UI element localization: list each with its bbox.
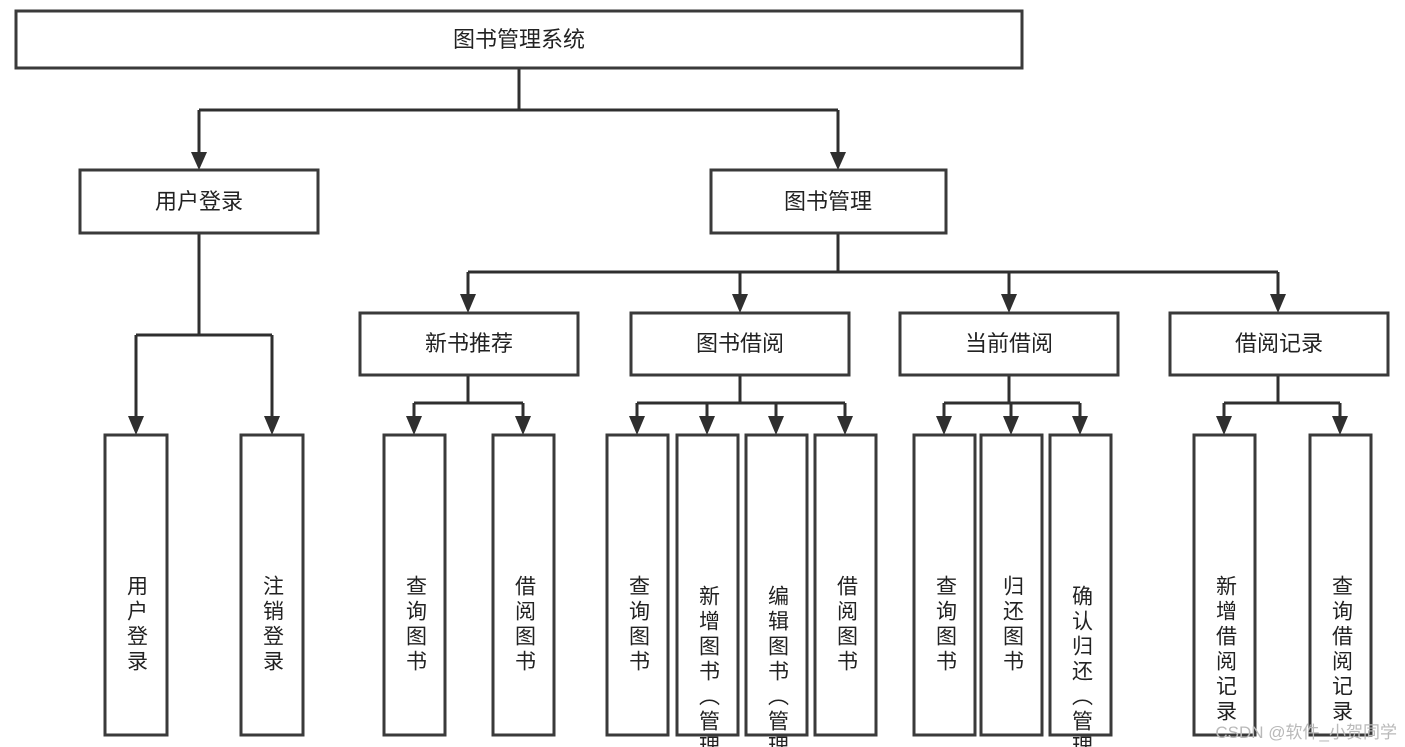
leaf-borrow-record-1-label: 新增借阅记录	[1214, 575, 1238, 725]
leaf-book-borrow-3-label: 编辑图书（管理员）	[766, 585, 790, 747]
node-borrow-record[interactable]: 借阅记录	[1168, 311, 1390, 377]
arrow-borrow-leaf-3	[768, 416, 784, 435]
arrow-current-leaf-3	[1072, 416, 1088, 435]
arrow-bookmgmt-to-borrow	[732, 294, 748, 313]
node-user-login[interactable]: 用户登录	[78, 168, 320, 235]
arrow-userlogin-leaf-1	[128, 416, 144, 435]
leaf-book-borrow-1[interactable]: 查询图书	[605, 433, 670, 737]
node-borrow-record-box[interactable]	[1168, 311, 1390, 377]
leaf-current-borrow-1-box[interactable]	[912, 433, 977, 737]
leaf-user-login-1-label: 用户登录	[125, 575, 149, 675]
arrow-borrow-leaf-4	[837, 416, 853, 435]
leaf-current-borrow-2[interactable]: 归还图书	[979, 433, 1044, 737]
leaf-current-borrow-3-label: 确认归还（管理员）	[1070, 585, 1094, 747]
node-book-borrow-box[interactable]	[629, 311, 851, 377]
leaf-user-login-1[interactable]: 用户登录	[103, 433, 169, 737]
leaf-borrow-record-2-box[interactable]	[1308, 433, 1373, 737]
arrow-newbook-leaf-1	[406, 416, 422, 435]
leaf-current-borrow-3-box[interactable]	[1048, 433, 1113, 737]
leaf-borrow-record-1-box[interactable]	[1192, 433, 1257, 737]
arrow-borrow-leaf-1	[629, 416, 645, 435]
leaf-borrow-record-2-label: 查询借阅记录	[1330, 575, 1354, 725]
node-book-management[interactable]: 图书管理	[709, 168, 948, 235]
leaf-new-book-1-box[interactable]	[382, 433, 447, 737]
leaf-book-borrow-1-label: 查询图书	[627, 575, 651, 675]
leaf-current-borrow-2-box[interactable]	[979, 433, 1044, 737]
arrow-root-to-userlogin	[191, 152, 207, 170]
node-book-management-label: 图书管理	[784, 189, 872, 214]
leaf-current-borrow-2-label: 归还图书	[1001, 575, 1025, 675]
node-current-borrow[interactable]: 当前借阅	[898, 311, 1120, 377]
leaf-book-borrow-3[interactable]: 编辑图书（管理员）	[744, 433, 809, 747]
arrow-record-leaf-2	[1332, 416, 1348, 435]
node-user-login-box[interactable]	[78, 168, 320, 235]
arrow-userlogin-leaf-2	[264, 416, 280, 435]
node-book-borrow-label: 图书借阅	[696, 331, 784, 356]
leaf-book-borrow-3-box[interactable]	[744, 433, 809, 737]
leaf-borrow-record-1[interactable]: 新增借阅记录	[1192, 433, 1257, 737]
node-new-book-recommend[interactable]: 新书推荐	[358, 311, 580, 377]
leaf-borrow-record-2[interactable]: 查询借阅记录	[1308, 433, 1373, 737]
leaf-current-borrow-1[interactable]: 查询图书	[912, 433, 977, 737]
leaf-user-login-2-box[interactable]	[239, 433, 305, 737]
leaf-book-borrow-2-box[interactable]	[675, 433, 740, 737]
node-current-borrow-box[interactable]	[898, 311, 1120, 377]
arrow-bookmgmt-to-current	[1001, 294, 1017, 313]
connector-group-userlogin	[128, 233, 280, 435]
node-new-book-recommend-label: 新书推荐	[425, 331, 513, 356]
node-root-system[interactable]: 图书管理系统	[14, 9, 1024, 70]
leaf-current-borrow-1-label: 查询图书	[934, 575, 958, 675]
node-book-management-box[interactable]	[709, 168, 948, 235]
node-borrow-record-label: 借阅记录	[1235, 331, 1323, 356]
arrow-current-leaf-2	[1003, 416, 1019, 435]
connector-group-newbook	[406, 375, 531, 435]
leaf-user-login-2[interactable]: 注销登录	[239, 433, 305, 737]
connector-group-borrow	[629, 375, 853, 435]
connector-group-record	[1216, 375, 1348, 435]
connector-group-root	[191, 68, 846, 170]
arrow-record-leaf-1	[1216, 416, 1232, 435]
leaf-book-borrow-1-box[interactable]	[605, 433, 670, 737]
connector-group-current	[936, 375, 1088, 435]
leaf-current-borrow-3[interactable]: 确认归还（管理员）	[1048, 433, 1113, 747]
connector-group-bookmgmt	[460, 233, 1286, 313]
leaf-book-borrow-2[interactable]: 新增图书（管理员）	[675, 433, 740, 747]
leaf-new-book-1[interactable]: 查询图书	[382, 433, 447, 737]
arrow-bookmgmt-to-record	[1270, 294, 1286, 313]
node-book-borrow[interactable]: 图书借阅	[629, 311, 851, 377]
leaf-new-book-2-label: 借阅图书	[513, 575, 537, 675]
leaf-new-book-1-label: 查询图书	[404, 575, 428, 675]
node-root-system-label: 图书管理系统	[453, 27, 585, 52]
arrow-bookmgmt-to-newbook	[460, 294, 476, 313]
node-user-login-label: 用户登录	[155, 189, 243, 214]
node-new-book-recommend-box[interactable]	[358, 311, 580, 377]
arrow-current-leaf-1	[936, 416, 952, 435]
leaf-book-borrow-2-label: 新增图书（管理员）	[697, 585, 721, 747]
leaf-book-borrow-4-box[interactable]	[813, 433, 878, 737]
leaf-book-borrow-4[interactable]: 借阅图书	[813, 433, 878, 737]
arrow-newbook-leaf-2	[515, 416, 531, 435]
node-root-system-box[interactable]	[14, 9, 1024, 70]
leaf-user-login-1-box[interactable]	[103, 433, 169, 737]
leaf-new-book-2[interactable]: 借阅图书	[491, 433, 556, 737]
csdn-watermark: CSDN @软件_小贺同学	[1215, 723, 1397, 742]
leaf-book-borrow-4-label: 借阅图书	[835, 575, 859, 675]
leaf-user-login-2-label: 注销登录	[261, 575, 285, 675]
leaf-new-book-2-box[interactable]	[491, 433, 556, 737]
arrow-borrow-leaf-2	[699, 416, 715, 435]
node-current-borrow-label: 当前借阅	[965, 331, 1053, 356]
arrow-root-to-bookmgmt	[830, 152, 846, 170]
